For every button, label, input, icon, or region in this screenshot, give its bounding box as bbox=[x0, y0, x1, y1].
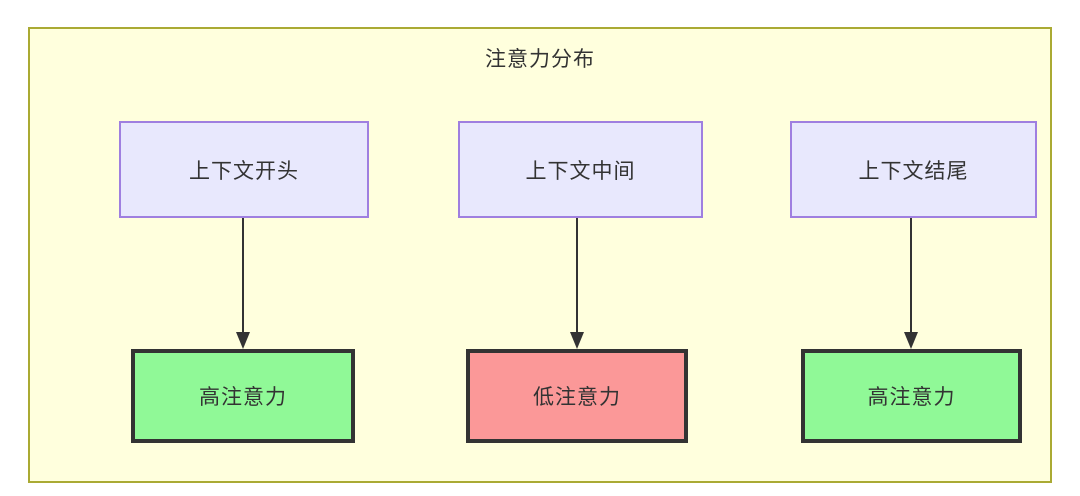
down-arrow-icon bbox=[570, 332, 584, 349]
down-arrow-icon bbox=[236, 332, 250, 349]
node-attention-high-start[interactable]: 高注意力 bbox=[131, 349, 355, 443]
node-label: 高注意力 bbox=[867, 386, 956, 409]
node-label: 低注意力 bbox=[533, 386, 621, 409]
node-label: 上下文开头 bbox=[189, 159, 299, 183]
subgraph-title: 注意力分布 bbox=[485, 48, 595, 71]
edge-context-start-to-high-attention bbox=[235, 218, 251, 349]
subgraph-attention-distribution: 注意力分布 上下文开头 上下文中间 上下文结尾 高注意力 低注意力 高注意力 bbox=[28, 27, 1052, 483]
node-label: 上下文结尾 bbox=[858, 159, 969, 183]
node-context-middle[interactable]: 上下文中间 bbox=[458, 121, 703, 218]
node-context-start[interactable]: 上下文开头 bbox=[119, 121, 369, 218]
node-attention-high-end[interactable]: 高注意力 bbox=[801, 349, 1022, 443]
edge-context-middle-to-low-attention bbox=[569, 218, 585, 349]
edge-context-end-to-high-attention bbox=[903, 218, 919, 349]
node-label: 高注意力 bbox=[199, 386, 287, 409]
node-context-end[interactable]: 上下文结尾 bbox=[790, 121, 1037, 218]
node-attention-low-middle[interactable]: 低注意力 bbox=[466, 349, 688, 443]
node-label: 上下文中间 bbox=[525, 159, 636, 183]
down-arrow-icon bbox=[904, 332, 918, 349]
